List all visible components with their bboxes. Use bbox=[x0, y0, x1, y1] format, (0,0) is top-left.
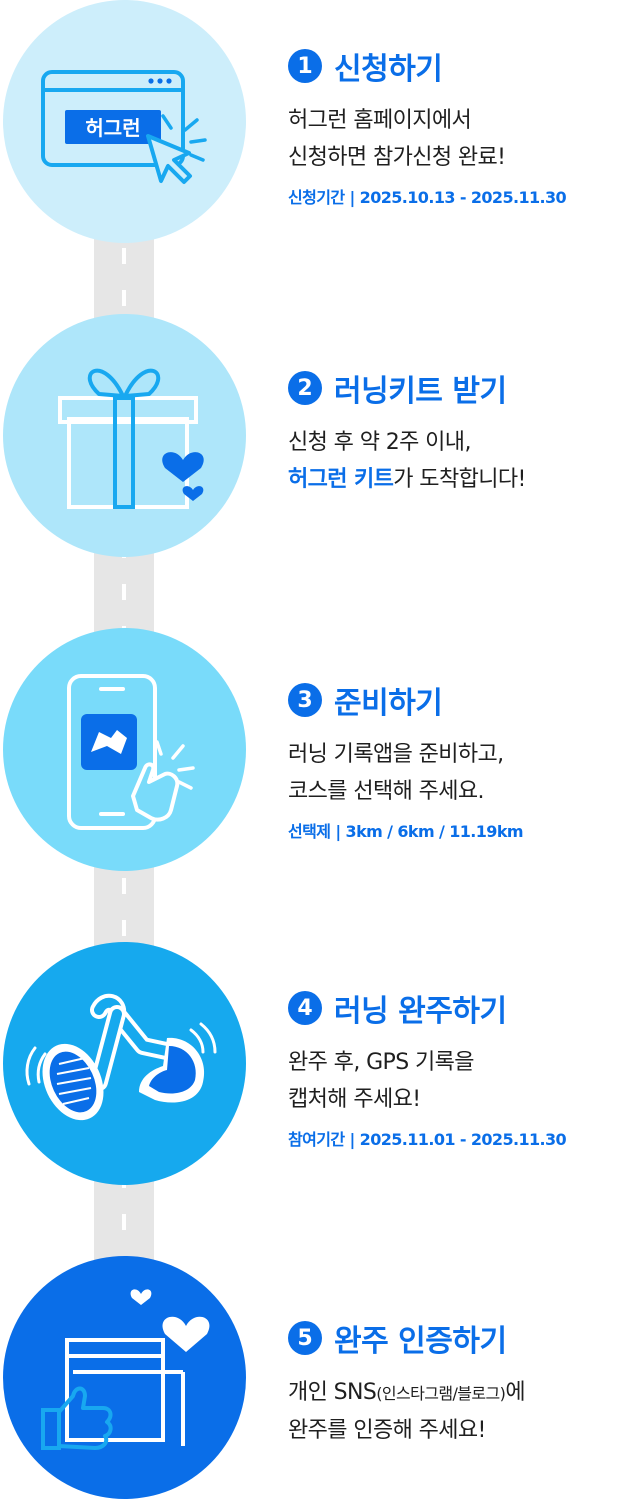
step-5-heading: 5 완주 인증하기 bbox=[288, 1316, 525, 1360]
step-2-line-2: 허그런 키트가 도착합니다! bbox=[288, 461, 526, 498]
step-5-line-2: 완주를 인증해 주세요! bbox=[288, 1418, 486, 1443]
step-1-number: 1 bbox=[288, 49, 322, 83]
step-4-line-2: 캡처해 주세요! bbox=[288, 1087, 421, 1112]
step-5-line-1-end: 에 bbox=[505, 1380, 525, 1405]
step-5-line-1: 개인 SNS(인스타그램/블로그)에 bbox=[288, 1374, 526, 1412]
gift-box-icon bbox=[58, 368, 204, 509]
step-3-circle bbox=[3, 628, 246, 871]
step-4: 4 러닝 완주하기 완주 후, GPS 기록을 캡처해 주세요! 참여기간 | … bbox=[0, 942, 618, 1192]
running-legs-icon bbox=[25, 993, 217, 1121]
step-1-title: 신청하기 bbox=[334, 52, 443, 87]
step-1-description: 허그런 홈페이지에서 신청하면 참가신청 완료! bbox=[288, 102, 566, 176]
step-3-number: 3 bbox=[288, 683, 322, 717]
step-1-circle: 허그런 bbox=[3, 0, 246, 243]
step-1-period: 신청기간 | 2025.10.13 - 2025.11.30 bbox=[288, 188, 567, 207]
step-5-circle bbox=[3, 1256, 246, 1499]
step-1-heading: 1 신청하기 bbox=[288, 44, 566, 88]
step-3-heading: 3 준비하기 bbox=[288, 678, 523, 722]
step-4-period: 참여기간 | 2025.11.01 - 2025.11.30 bbox=[288, 1130, 567, 1149]
phone-app-tap-icon bbox=[67, 674, 195, 830]
step-4-text: 4 러닝 완주하기 완주 후, GPS 기록을 캡처해 주세요! 참여기간 | … bbox=[288, 986, 567, 1150]
sns-like-icon bbox=[41, 1289, 210, 1450]
step-4-circle bbox=[3, 942, 246, 1185]
step-3-description: 러닝 기록앱을 준비하고, 코스를 선택해 주세요. bbox=[288, 736, 523, 810]
step-2-circle bbox=[3, 314, 246, 557]
step-1-line-2: 신청하면 참가신청 완료! bbox=[288, 145, 506, 170]
step-3: 3 준비하기 러닝 기록앱을 준비하고, 코스를 선택해 주세요. 선택제 | … bbox=[0, 628, 618, 878]
step-4-line-1: 완주 후, GPS 기록을 bbox=[288, 1050, 475, 1075]
step-2-line-1: 신청 후 약 2주 이내, bbox=[288, 430, 471, 455]
step-4-title: 러닝 완주하기 bbox=[334, 994, 507, 1029]
browser-click-icon: 허그런 bbox=[41, 70, 207, 184]
step-5-text: 5 완주 인증하기 개인 SNS(인스타그램/블로그)에 완주를 인증해 주세요… bbox=[288, 1316, 526, 1449]
step-3-title: 준비하기 bbox=[334, 686, 443, 721]
sns-text: 개인 SNS bbox=[288, 1380, 377, 1405]
step-5: 5 완주 인증하기 개인 SNS(인스타그램/블로그)에 완주를 인증해 주세요… bbox=[0, 1256, 618, 1506]
badge-text: 허그런 bbox=[85, 116, 140, 140]
step-4-number: 4 bbox=[288, 991, 322, 1025]
step-3-line-1: 러닝 기록앱을 준비하고, bbox=[288, 742, 504, 767]
step-2-description: 신청 후 약 2주 이내, 허그런 키트가 도착합니다! bbox=[288, 424, 526, 498]
step-5-description: 개인 SNS(인스타그램/블로그)에 완주를 인증해 주세요! bbox=[288, 1374, 526, 1449]
step-4-description: 완주 후, GPS 기록을 캡처해 주세요! bbox=[288, 1044, 566, 1118]
step-2-line-2-rest: 가 도착합니다! bbox=[393, 467, 526, 492]
sns-platforms: (인스타그램/블로그) bbox=[376, 1384, 506, 1403]
step-3-course-options: 선택제 | 3km / 6km / 11.19km bbox=[288, 822, 524, 841]
step-2-title: 러닝키트 받기 bbox=[334, 374, 507, 409]
step-2-heading: 2 러닝키트 받기 bbox=[288, 366, 526, 410]
step-1-line-1: 허그런 홈페이지에서 bbox=[288, 108, 472, 133]
step-1: 허그런 1 신청하기 허그런 홈페이지에서 신청하면 참가신청 완료! 신청기간… bbox=[0, 0, 618, 250]
step-2-number: 2 bbox=[288, 371, 322, 405]
step-4-heading: 4 러닝 완주하기 bbox=[288, 986, 566, 1030]
kit-highlight: 허그런 키트 bbox=[288, 467, 394, 492]
step-5-number: 5 bbox=[288, 1321, 322, 1355]
step-3-text: 3 준비하기 러닝 기록앱을 준비하고, 코스를 선택해 주세요. 선택제 | … bbox=[288, 678, 524, 842]
step-2: 2 러닝키트 받기 신청 후 약 2주 이내, 허그런 키트가 도착합니다! bbox=[0, 314, 618, 564]
step-2-text: 2 러닝키트 받기 신청 후 약 2주 이내, 허그런 키트가 도착합니다! bbox=[288, 366, 526, 498]
step-5-title: 완주 인증하기 bbox=[334, 1324, 507, 1359]
step-3-line-2: 코스를 선택해 주세요. bbox=[288, 779, 485, 804]
step-1-text: 1 신청하기 허그런 홈페이지에서 신청하면 참가신청 완료! 신청기간 | 2… bbox=[288, 44, 567, 208]
